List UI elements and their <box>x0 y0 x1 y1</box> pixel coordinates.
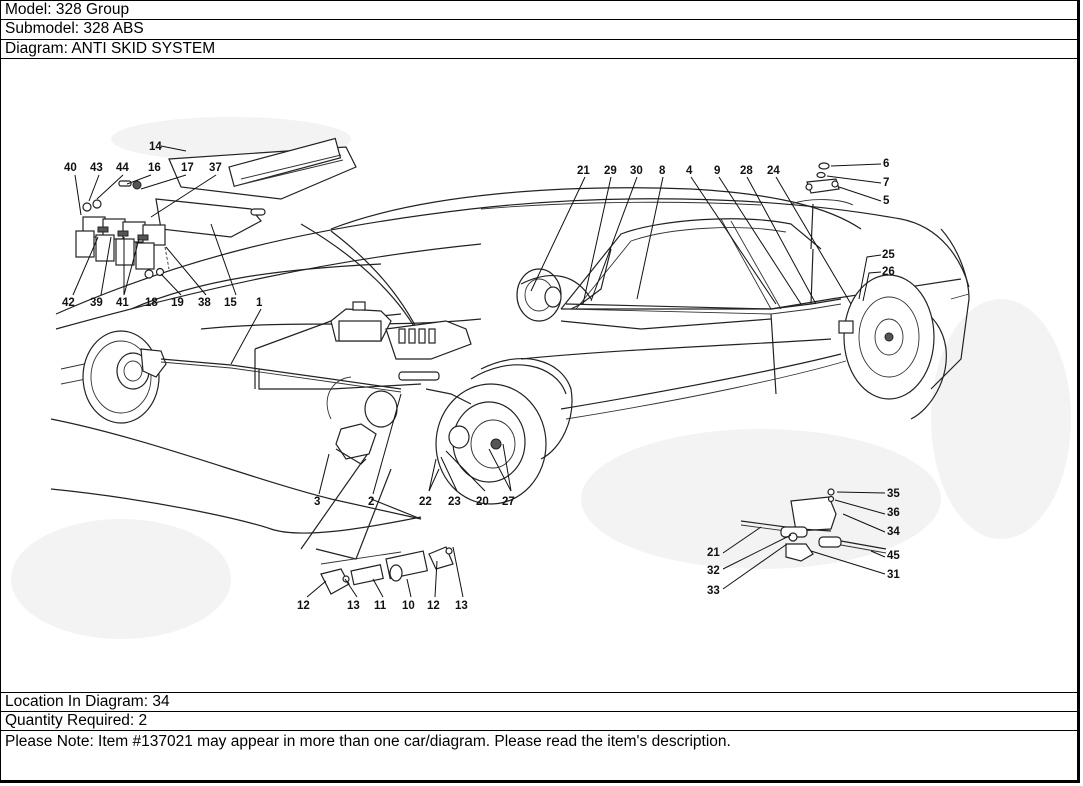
callout-9: 9 <box>714 165 720 177</box>
callout-13-left: 13 <box>347 600 360 612</box>
diagram-title-row: Diagram: ANTI SKID SYSTEM <box>1 40 1080 59</box>
car-body-outline <box>50 187 970 565</box>
callout-1: 1 <box>256 297 263 309</box>
callout-33: 33 <box>707 585 720 597</box>
callout-39: 39 <box>90 297 103 309</box>
callout-labels: 14 40 43 44 16 17 37 42 39 41 18 19 38 1… <box>62 141 900 612</box>
callout-12-right: 12 <box>427 600 440 612</box>
sensor-drive-assembly <box>320 546 454 595</box>
callout-26: 26 <box>882 266 895 278</box>
callout-22: 22 <box>419 496 432 508</box>
callout-13-right: 13 <box>455 600 468 612</box>
item-note: Please Note: Item #137021 may appear in … <box>5 733 731 750</box>
callout-36: 36 <box>887 507 900 519</box>
callout-11: 11 <box>374 600 387 612</box>
callout-16: 16 <box>148 162 161 174</box>
diagram-illustration: 14 40 43 44 16 17 37 42 39 41 18 19 38 1… <box>11 117 1071 639</box>
callout-12-left: 12 <box>297 600 310 612</box>
callout-43: 43 <box>90 162 103 174</box>
callout-24: 24 <box>767 165 780 177</box>
callout-35: 35 <box>887 488 900 500</box>
front-left-brake-disc <box>82 330 167 424</box>
callout-17: 17 <box>181 162 194 174</box>
callout-2: 2 <box>368 496 374 508</box>
t-fitting <box>790 162 854 250</box>
callout-34: 34 <box>887 526 900 538</box>
callout-37: 37 <box>209 162 222 174</box>
abs-control-unit <box>168 137 357 200</box>
rear-left-brake-disc <box>516 268 562 322</box>
callout-14: 14 <box>149 141 162 153</box>
relay-bracket-assembly <box>75 180 266 279</box>
callout-25: 25 <box>882 249 895 261</box>
callout-42: 42 <box>62 297 75 309</box>
callout-leader-lines <box>72 145 886 598</box>
callout-27: 27 <box>502 496 515 508</box>
callout-6: 6 <box>883 158 889 170</box>
callout-5: 5 <box>883 195 890 207</box>
rear-right-brake-disc <box>838 274 935 400</box>
model-row: Model: 328 Group <box>1 1 1080 20</box>
callout-38: 38 <box>198 297 211 309</box>
callout-20: 20 <box>476 496 489 508</box>
front-right-brake-disc <box>435 383 547 505</box>
callout-10: 10 <box>402 600 415 612</box>
callout-23: 23 <box>448 496 461 508</box>
speed-sensor-assembly <box>740 488 887 562</box>
brake-pipe-front-left <box>160 358 402 390</box>
callout-21-bottom: 21 <box>707 547 720 559</box>
callout-18: 18 <box>145 297 158 309</box>
callout-29: 29 <box>604 165 617 177</box>
callout-31: 31 <box>887 569 900 581</box>
location-in-diagram: Location In Diagram: 34 <box>1 693 1080 712</box>
callout-28: 28 <box>740 165 753 177</box>
callout-44: 44 <box>116 162 129 174</box>
callout-3: 3 <box>314 496 320 508</box>
callout-21-top: 21 <box>577 165 590 177</box>
callout-30: 30 <box>630 165 643 177</box>
abs-hydraulic-unit <box>330 301 472 465</box>
background-shading <box>11 117 1071 639</box>
submodel-row: Submodel: 328 ABS <box>1 20 1080 40</box>
callout-32: 32 <box>707 565 720 577</box>
callout-4: 4 <box>686 165 693 177</box>
callout-15: 15 <box>224 297 237 309</box>
callout-45: 45 <box>887 550 900 562</box>
callout-19: 19 <box>171 297 184 309</box>
callout-40: 40 <box>64 162 77 174</box>
quantity-required: Quantity Required: 2 <box>1 712 1080 731</box>
exploded-parts-diagram: 14 40 43 44 16 17 37 42 39 41 18 19 38 1… <box>1 59 1080 693</box>
callout-8: 8 <box>659 165 666 177</box>
callout-41: 41 <box>116 297 129 309</box>
callout-7: 7 <box>883 177 889 189</box>
